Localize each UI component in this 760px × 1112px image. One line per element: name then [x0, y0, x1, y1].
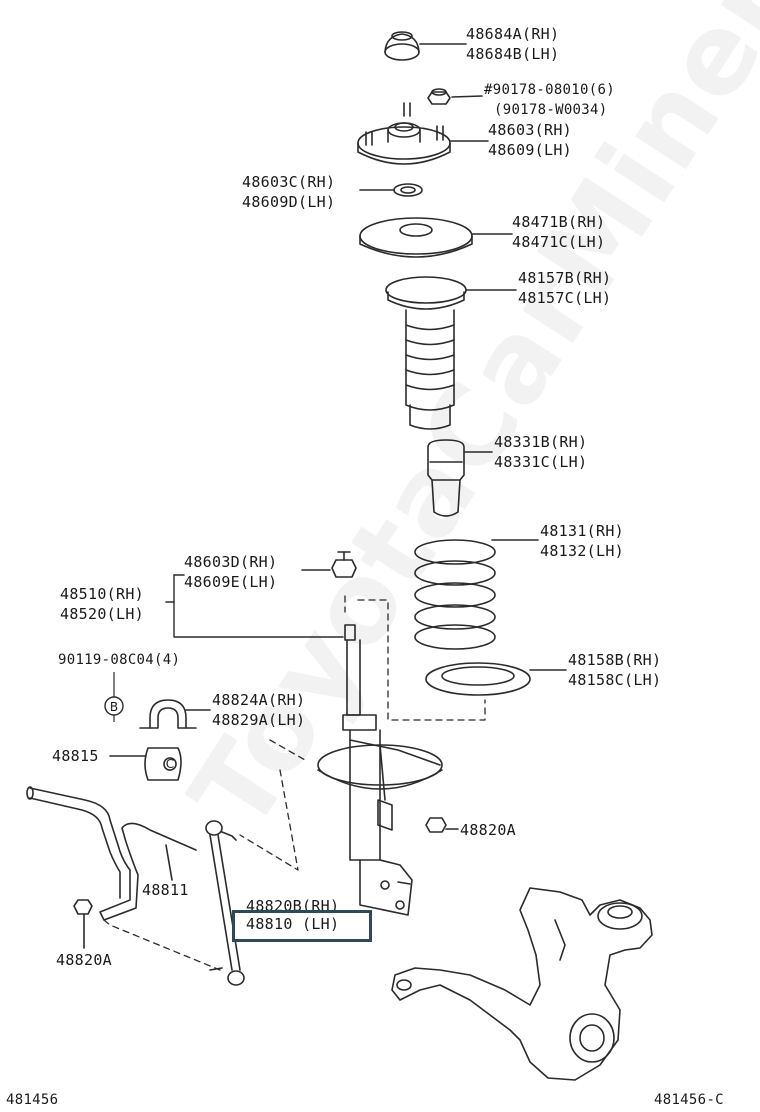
label-48603d: 48603D(RH)48609E(LH) [184, 553, 278, 591]
label-90178: #90178-08010(6)(90178-W0034) [484, 82, 615, 118]
label-90119: 90119-08C04(4) [58, 652, 181, 668]
diagram-code-right: 481456-C [654, 1092, 724, 1108]
label-48157: 48157B(RH)48157C(LH) [518, 269, 612, 307]
dashed-guides [103, 595, 486, 971]
bushing-part [144, 747, 182, 781]
label-48603c: 48603C(RH)48609D(LH) [242, 173, 336, 211]
highlight-box [232, 910, 372, 942]
stabilizer-bar-part [26, 786, 197, 921]
callout-b-text: B [110, 700, 118, 714]
callout-c: C [166, 757, 174, 771]
label-48684: 48684A(RH)48684B(LH) [466, 25, 560, 63]
shock-absorber-part [317, 624, 443, 916]
callout-b: B [104, 696, 124, 716]
label-48510: 48510(RH)48520(LH) [60, 585, 144, 623]
label-48158: 48158B(RH)48158C(LH) [568, 651, 662, 689]
strut-mount-part [357, 102, 451, 165]
coil-spring-part [414, 539, 496, 650]
steering-knuckle-part [391, 887, 653, 1081]
nut-part [427, 88, 451, 105]
label-48603: 48603(RH)48609(LH) [488, 121, 572, 159]
boot-part [385, 276, 467, 430]
label-48820a-right: 48820A [460, 821, 516, 839]
diagram-code-left: 481456 [6, 1092, 59, 1108]
bump-stop-part [427, 439, 465, 517]
bearing-part [393, 183, 423, 197]
bracket-line [173, 574, 344, 638]
label-48824: 48824A(RH)48829A(LH) [212, 691, 306, 729]
strut-nut-part [331, 551, 357, 578]
label-48815: 48815 [52, 747, 99, 765]
dust-cap-part [384, 31, 420, 61]
nut-48820a-left-part [73, 899, 93, 915]
label-48820a-left: 48820A [56, 951, 112, 969]
label-48811: 48811 [142, 881, 189, 899]
label-48471: 48471B(RH)48471C(LH) [512, 213, 606, 251]
stabilizer-link-part [205, 820, 245, 986]
label-48331: 48331B(RH)48331C(LH) [494, 433, 588, 471]
label-48810: 48810 (LH) [246, 915, 340, 933]
callout-c-text: C [166, 757, 174, 771]
stabilizer-bracket-part [139, 699, 197, 729]
upper-spring-seat-part [359, 217, 473, 258]
nut-48820a-right-part [425, 817, 447, 833]
label-48131: 48131(RH)48132(LH) [540, 522, 624, 560]
lower-insulator-part [425, 662, 531, 696]
